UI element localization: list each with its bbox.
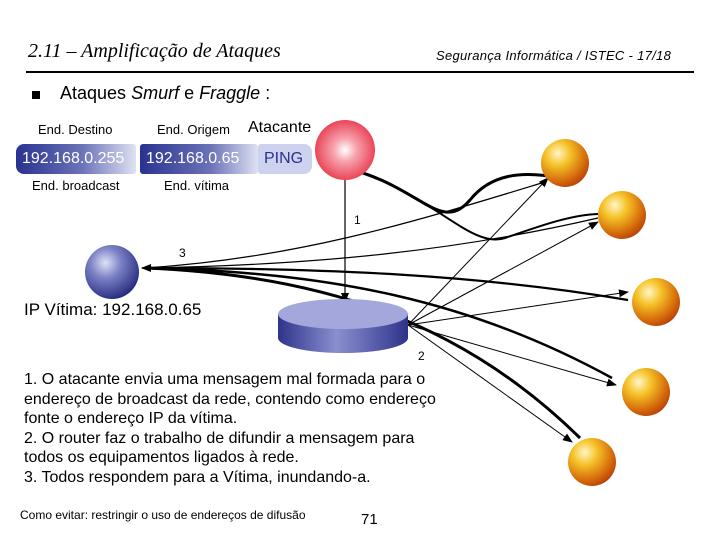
step-marker-3: 3 — [179, 246, 186, 260]
header-rule — [26, 71, 694, 73]
bullet-and: e — [184, 83, 195, 103]
host-2-icon — [598, 191, 646, 239]
host-4-icon — [622, 368, 670, 416]
reply-host-1 — [144, 181, 546, 269]
bullet-heading: Ataques Smurf e Fraggle : — [60, 83, 270, 104]
arrow-router-host-3 — [407, 289, 629, 326]
host-5-icon — [568, 438, 616, 486]
dest-label: End. Destino — [38, 122, 113, 137]
footer-note: Como evitar: restringir o uso de endereç… — [20, 508, 306, 522]
bullet-square-icon — [32, 91, 40, 99]
page-number: 71 — [361, 511, 378, 528]
broadcast-label: End. broadcast — [32, 178, 120, 193]
step-line: todos os equipamentos ligados à rede. — [24, 449, 299, 466]
arrow-router-host-1 — [407, 177, 549, 326]
step-marker-2: 2 — [418, 349, 425, 363]
step-line: endereço de broadcast da rede, contendo … — [24, 390, 436, 408]
steps-list: 1. O atacante envia uma mensagem mal for… — [24, 370, 484, 487]
reply-host-4 — [144, 266, 613, 380]
course-header: Segurança Informática / ISTEC - 17/18 — [436, 48, 672, 63]
packet-dest-ip: 192.168.0.255 — [16, 144, 136, 174]
host-1-icon — [541, 139, 589, 187]
step-line: 3. Todos respondem para a Vítima, inunda… — [24, 468, 371, 486]
victim-ip-text: IP Vítima: 192.168.0.65 — [24, 300, 202, 319]
bullet-suffix: : — [265, 83, 271, 103]
step-line: fonte o endereço IP da vítima. — [24, 410, 238, 427]
host-3-icon — [632, 278, 680, 326]
attacker-label: Atacante — [248, 119, 312, 136]
step-marker-1: 1 — [354, 213, 361, 227]
victim-address-label: End. vítima — [164, 178, 230, 193]
attacker-node-icon — [315, 120, 375, 180]
bullet-fraggle: Fraggle — [199, 83, 261, 103]
origin-label: End. Origem — [157, 122, 230, 137]
bullet-prefix: Ataques — [60, 83, 127, 103]
packet-type: PING — [258, 144, 312, 174]
victim-node-icon — [85, 245, 139, 299]
bullet-smurf: Smurf — [131, 83, 180, 103]
step-line: 2. O router faz o trabalho de difundir a… — [24, 429, 415, 447]
slide-title: 2.11 – Amplificação de Ataques — [28, 40, 281, 62]
arrow-router-host-5 — [407, 324, 573, 443]
router-icon — [278, 299, 408, 353]
reply-host-3 — [144, 266, 629, 302]
reply-host-2 — [144, 217, 599, 269]
packet-origin-ip: 192.168.0.65 — [140, 144, 258, 174]
arrow-router-host-4 — [407, 324, 617, 387]
step-line: 1. O atacante envia uma mensagem mal for… — [24, 371, 426, 388]
curve-attacker-host-1 — [344, 166, 561, 214]
